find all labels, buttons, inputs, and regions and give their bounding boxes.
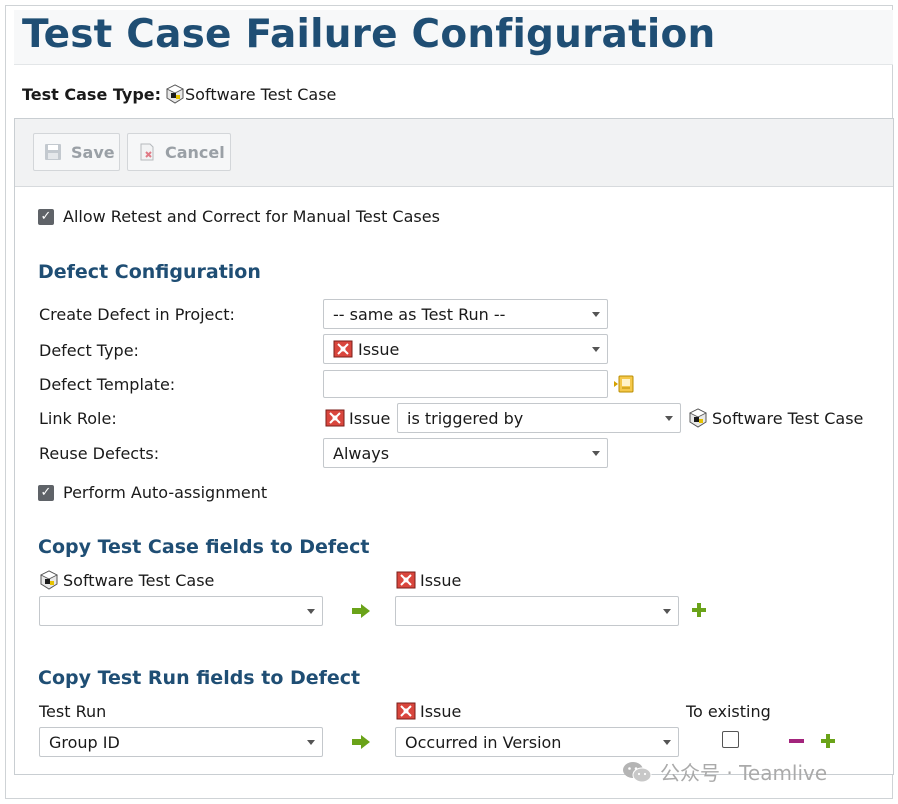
title-band: [14, 10, 893, 65]
save-label: Save: [71, 142, 115, 162]
issue-icon: [333, 339, 353, 359]
watermark-text: 公众号 · Teamlive: [660, 761, 828, 785]
link-role-select[interactable]: is triggered by: [397, 403, 681, 433]
allow-retest-row[interactable]: Allow Retest and Correct for Manual Test…: [38, 207, 440, 226]
defect-type-select[interactable]: Issue: [323, 334, 608, 364]
copy-tr-target-value: Occurred in Version: [405, 732, 562, 752]
config-panel: Save Cancel Allow Retest and Correct for…: [14, 118, 894, 775]
cancel-label: Cancel: [165, 142, 225, 162]
test-case-icon: [165, 84, 185, 104]
defect-template-input[interactable]: [323, 370, 608, 398]
reuse-defects-value: Always: [333, 443, 390, 463]
defect-config-title: Defect Configuration: [38, 261, 261, 283]
copy-tr-source-header: Test Run: [39, 702, 107, 721]
auto-assign-row[interactable]: Perform Auto-assignment: [38, 483, 267, 502]
create-defect-label: Create Defect in Project:: [39, 305, 235, 324]
defect-type-label: Defect Type:: [39, 341, 139, 360]
copy-test-case-title: Copy Test Case fields to Defect: [38, 536, 370, 558]
toolbar: Save Cancel: [15, 119, 893, 187]
reuse-defects-select[interactable]: Always: [323, 438, 608, 468]
link-role-label: Link Role:: [39, 409, 117, 428]
chevron-down-icon: [665, 416, 673, 421]
copy-tr-source-select[interactable]: Group ID: [39, 727, 323, 757]
link-role-value: is triggered by: [407, 408, 524, 428]
copy-tr-source-value: Group ID: [49, 732, 120, 752]
defect-template-label: Defect Template:: [39, 375, 176, 394]
issue-icon: [396, 701, 416, 721]
copy-tc-target-header-label: Issue: [420, 570, 462, 590]
watermark: 公众号 · Teamlive: [622, 757, 827, 786]
to-existing-header: To existing: [686, 702, 771, 721]
link-role-from-label: Issue: [349, 408, 391, 428]
issue-icon: [325, 408, 345, 428]
link-role-from: Issue: [325, 408, 390, 428]
copy-tc-source-header: Software Test Case: [39, 570, 214, 590]
floppy-disk-icon: [43, 142, 63, 162]
chevron-down-icon: [307, 740, 315, 745]
arrow-right-icon: [352, 735, 370, 749]
create-defect-project-value: -- same as Test Run --: [333, 304, 506, 324]
test-case-type-value: Software Test Case: [185, 84, 337, 104]
test-case-type: Test Case Type: Software Test Case: [22, 84, 336, 104]
add-mapping-icon[interactable]: [692, 603, 706, 617]
test-case-icon: [688, 408, 708, 428]
defect-type-value: Issue: [358, 339, 400, 359]
test-case-icon: [39, 570, 59, 590]
wechat-icon: [623, 761, 652, 782]
issue-icon: [396, 570, 416, 590]
copy-tc-source-select[interactable]: [39, 596, 323, 626]
chevron-down-icon: [307, 609, 315, 614]
arrow-right-icon: [352, 604, 370, 618]
copy-tr-target-select[interactable]: Occurred in Version: [395, 727, 679, 757]
test-case-type-label: Test Case Type:: [22, 84, 162, 104]
copy-test-run-title: Copy Test Run fields to Defect: [38, 667, 361, 689]
copy-tr-target-header: Issue: [396, 701, 461, 721]
cancel-button[interactable]: Cancel: [127, 133, 231, 171]
copy-tr-target-header-label: Issue: [420, 701, 462, 721]
cancel-doc-icon: [137, 142, 157, 162]
add-mapping-icon[interactable]: [821, 734, 835, 748]
chevron-down-icon: [592, 451, 600, 456]
copy-tc-target-select[interactable]: [395, 596, 679, 626]
link-role-to-label: Software Test Case: [712, 408, 864, 428]
auto-assign-checkbox[interactable]: [38, 484, 54, 501]
link-role-to: Software Test Case: [688, 408, 863, 428]
remove-mapping-icon[interactable]: [789, 739, 804, 743]
copy-tc-source-header-label: Software Test Case: [63, 570, 215, 590]
allow-retest-label: Allow Retest and Correct for Manual Test…: [63, 207, 440, 226]
chevron-down-icon: [592, 312, 600, 317]
copy-tc-target-header: Issue: [396, 570, 461, 590]
chevron-down-icon: [663, 609, 671, 614]
reuse-defects-label: Reuse Defects:: [39, 444, 160, 463]
auto-assign-label: Perform Auto-assignment: [63, 483, 268, 502]
save-button[interactable]: Save: [33, 133, 120, 171]
chevron-down-icon: [592, 347, 600, 352]
chevron-down-icon: [663, 740, 671, 745]
create-defect-project-select[interactable]: -- same as Test Run --: [323, 299, 608, 329]
to-existing-checkbox[interactable]: [722, 731, 739, 748]
allow-retest-checkbox[interactable]: [38, 208, 54, 225]
template-picker-icon[interactable]: [613, 374, 634, 394]
page-title: Test Case Failure Configuration: [22, 12, 716, 57]
